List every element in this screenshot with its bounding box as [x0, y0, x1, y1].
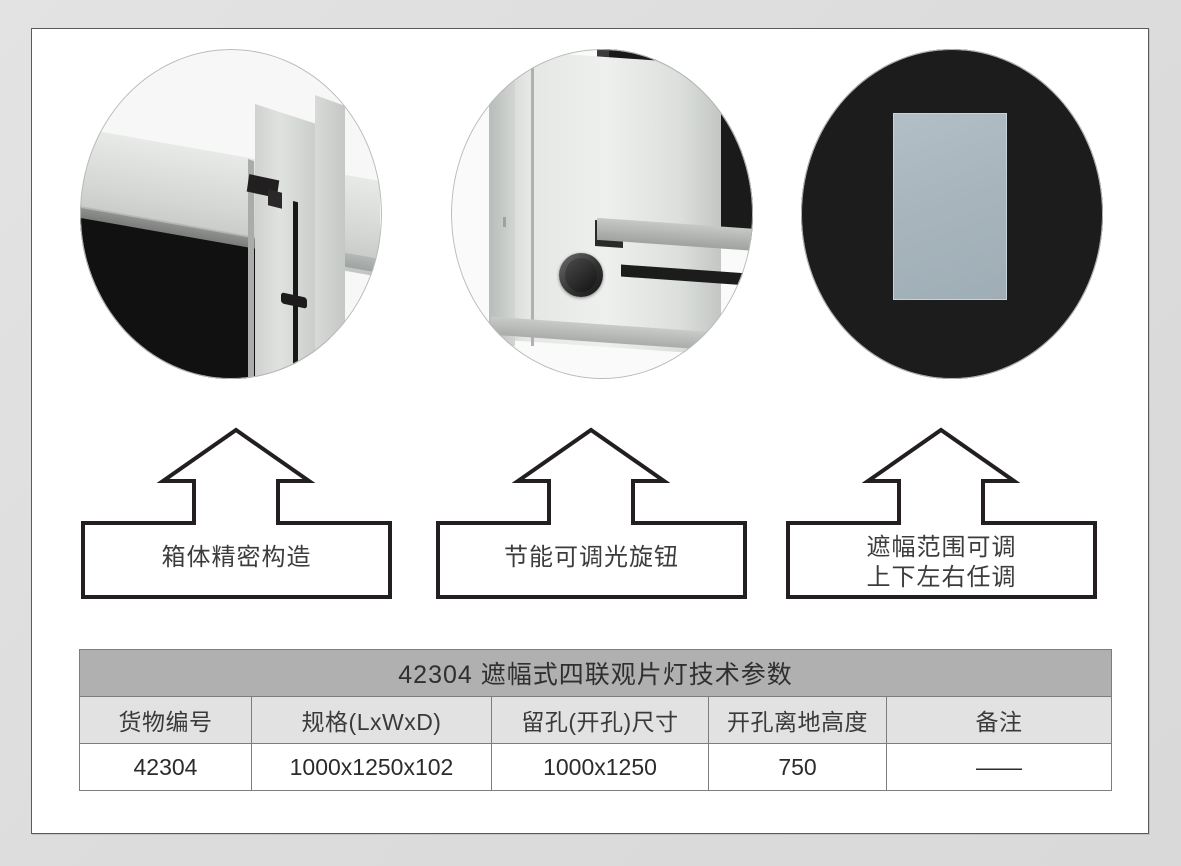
table-row: 42304 1000x1250x102 1000x1250 750 ——: [79, 743, 1112, 791]
knob-photo-marking: [503, 217, 506, 227]
cell-opening: 1000x1250: [491, 743, 709, 791]
spec-table-title-row: 42304 遮幅式四联观片灯技术参数: [79, 649, 1112, 697]
photo-mask-range: [801, 49, 1103, 379]
callout-shape-1: [81, 427, 392, 599]
callout-label-1: 箱体精密构造: [161, 544, 312, 571]
callout-dimmer-knob: 节能可调光旋钮: [434, 421, 749, 601]
photo-dimmer-knob: [451, 49, 753, 379]
spec-table-title: 42304 遮幅式四联观片灯技术参数: [79, 649, 1112, 697]
knob-photo-left-edge: [489, 63, 515, 347]
column-header-opening: 留孔(开孔)尺寸: [491, 696, 709, 744]
spec-table: 42304 遮幅式四联观片灯技术参数 货物编号 规格(LxWxD) 留孔(开孔)…: [79, 649, 1112, 791]
dimmer-knob-cap: [565, 258, 597, 292]
knob-photo-door-seam: [531, 60, 534, 347]
knob-photo-cabinet-body: [491, 49, 721, 356]
column-header-height: 开孔离地高度: [708, 696, 887, 744]
callout-label-2: 节能可调光旋钮: [504, 544, 679, 571]
cabinet-slide-rod: [293, 201, 298, 379]
callout-shape-3: [786, 427, 1097, 599]
callout-mask-range: 遮幅范围可调 上下左右任调: [784, 421, 1099, 601]
cabinet-right-panel: [255, 104, 317, 379]
cabinet-clip-tip: [268, 189, 282, 209]
callout-shape-2: [436, 427, 747, 599]
mask-viewing-panel: [893, 113, 1007, 300]
callout-cabinet-structure: 箱体精密构造: [79, 421, 394, 601]
cabinet-side-wall: [315, 95, 345, 379]
column-header-spec: 规格(LxWxD): [251, 696, 492, 744]
column-header-item-no: 货物编号: [79, 696, 252, 744]
cell-remark: ——: [886, 743, 1112, 791]
poster-canvas: 箱体精密构造 节能可调光旋钮 遮幅范围可调 上下左右任调: [31, 28, 1149, 834]
callout-label-3: 遮幅范围可调 上下左右任调: [866, 534, 1017, 591]
cell-item-no: 42304: [79, 743, 252, 791]
column-header-remark: 备注: [886, 696, 1112, 744]
spec-table-header-row: 货物编号 规格(LxWxD) 留孔(开孔)尺寸 开孔离地高度 备注: [79, 696, 1112, 744]
cell-height: 750: [708, 743, 887, 791]
cell-spec: 1000x1250x102: [251, 743, 492, 791]
photo-cabinet-corner: [80, 49, 382, 379]
